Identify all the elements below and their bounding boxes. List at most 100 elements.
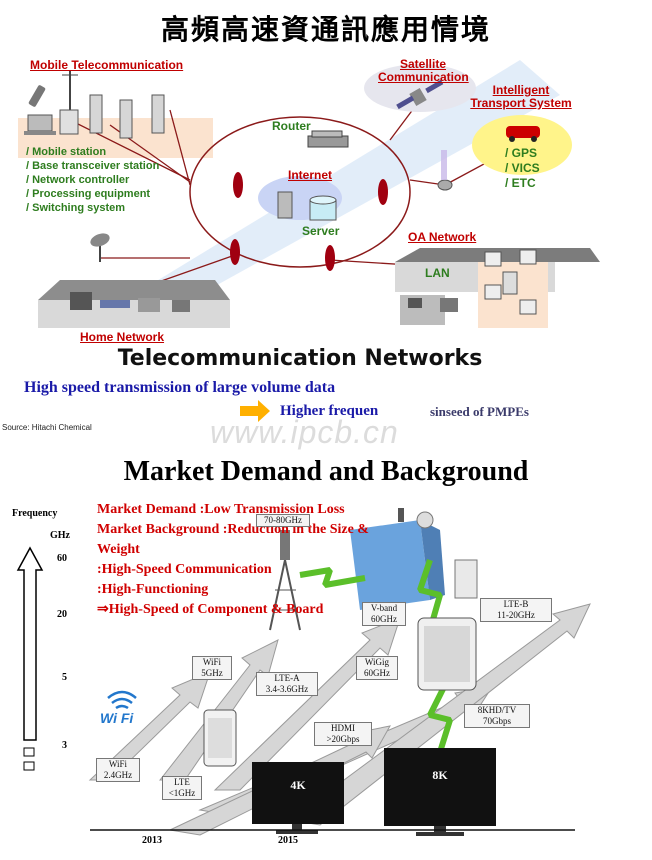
phone-icon — [203, 709, 237, 767]
router-icon — [307, 130, 349, 148]
server-label: Server — [302, 224, 340, 238]
tech-box-wigig: WiGig 60GHz — [356, 656, 398, 680]
its-title: Intelligent Transport System — [465, 84, 577, 110]
tick-label: 3 — [62, 740, 67, 751]
axis-unit: GHz — [50, 530, 70, 541]
mobile-title: Mobile Telecommunication — [30, 58, 184, 72]
ring-node-bottom — [325, 245, 335, 271]
tech-box-8k: 8KHD/TV 70Gbps — [464, 704, 530, 728]
tech-box-line: >20Gbps — [326, 734, 360, 744]
tech-box-line: 60GHz — [371, 614, 397, 624]
tv-8k-icon — [384, 748, 496, 836]
year-label: 2015 — [278, 835, 298, 846]
ring-node-left — [233, 172, 243, 198]
home-platform — [38, 280, 230, 328]
tech-box-line: WiGig — [364, 657, 390, 667]
tech-box-line: WiFi — [202, 657, 222, 667]
list-item: / Mobile station — [26, 146, 107, 158]
list-item: / VICS — [505, 161, 540, 175]
tech-box-line: 70-80GHz — [264, 515, 302, 525]
cell-tower-icon — [269, 530, 301, 631]
source-credit: Source: Hitachi Chemical — [2, 423, 92, 432]
internet-label: Internet — [288, 168, 333, 182]
tech-box-line: HDMI — [331, 723, 355, 733]
ring-node-right — [378, 179, 388, 205]
ring-node-lowleft — [230, 239, 240, 265]
market-title: Market Demand and Background — [123, 456, 529, 487]
tech-box-line: 2.4GHz — [103, 770, 133, 780]
market-line: :High-Speed Communication — [97, 562, 272, 577]
frequency-arrow-icon — [16, 546, 44, 741]
tech-box-lte-b: LTE-B 11-20GHz — [480, 598, 552, 622]
network-ring — [189, 116, 411, 268]
wifi-logo-text: Wi Fi — [100, 710, 134, 726]
its-list: / GPS / VICS / ETC — [505, 146, 540, 191]
tech-box-line: 60GHz — [364, 668, 390, 678]
year-label: 2013 — [142, 835, 162, 846]
list-item: / Base transceiver station — [26, 160, 160, 172]
tv-4k-label: 4K — [290, 778, 306, 792]
market-lines: Market Demand :Low Transmission Loss Mar… — [97, 500, 369, 620]
tech-box-line: 8KHD/TV — [477, 705, 517, 715]
tech-box-lte-a: LTE-A 3.4-3.6GHz — [256, 672, 318, 696]
tech-box-line: 70Gbps — [482, 716, 511, 726]
tech-box-top: 70-80GHz — [256, 514, 310, 527]
router-label: Router — [272, 119, 311, 133]
its-icon — [437, 115, 572, 191]
tv-8k-label: 8K — [432, 768, 448, 782]
list-item: / Processing equipment — [26, 188, 151, 200]
list-item: / Switching system — [26, 202, 126, 214]
its-title-line1: Intelligent — [492, 83, 550, 97]
lan-label: LAN — [425, 266, 450, 280]
home-title: Home Network — [80, 330, 165, 344]
page-title: 高頻高速資通訊應用情境 — [160, 13, 491, 46]
tech-box-hdmi: HDMI >20Gbps — [314, 722, 372, 746]
oa-title: OA Network — [408, 230, 477, 244]
wifi-logo-icon — [107, 690, 137, 710]
market-line: ⇒High-Speed of Component & Board — [97, 602, 324, 617]
overlap-text: sinseed of PMPEs — [430, 404, 529, 419]
tick-label: 5 — [62, 672, 67, 683]
tech-box-line: LTE — [174, 777, 190, 787]
gray-trend-arrows — [88, 603, 591, 836]
tech-box-wifi24: WiFi 2.4GHz — [96, 758, 140, 782]
list-item: / ETC — [505, 176, 536, 190]
oa-platform — [395, 248, 600, 328]
satellite-icon — [364, 64, 476, 112]
mobile-equipment-icon — [24, 70, 165, 139]
market-line: Weight — [97, 542, 140, 557]
tech-box-lte: LTE <1GHz — [162, 776, 202, 800]
tech-box-line: WiFi — [108, 759, 128, 769]
market-diagram — [16, 508, 591, 836]
satellite-title-line1: Satellite — [399, 57, 447, 71]
yellow-arrow-icon — [240, 400, 270, 422]
green-link-icon — [427, 683, 453, 753]
list-item: / GPS — [505, 146, 538, 160]
tick-label: 60 — [57, 553, 67, 564]
tablet-icon — [417, 617, 477, 691]
transmission-beam — [150, 60, 560, 300]
tech-box-line: 3.4-3.6GHz — [265, 684, 309, 694]
market-line: :High-Functioning — [97, 582, 209, 597]
list-item: / Network controller — [26, 174, 130, 186]
its-title-line2: Transport System — [470, 96, 572, 110]
tech-box-line: LTE-B — [503, 599, 529, 609]
tech-box-line: 5GHz — [201, 668, 223, 678]
tech-box-line: <1GHz — [168, 788, 196, 798]
mobile-list: / Mobile station / Base transceiver stat… — [26, 145, 159, 215]
tech-box-line: 11-20GHz — [497, 610, 535, 620]
tech-box-line: LTE-A — [274, 673, 300, 683]
tech-box-vband: V-band 60GHz — [362, 602, 406, 626]
satellite-title-line2: Communication — [378, 70, 469, 84]
market-line: Market Background :Reduction in the Size… — [97, 522, 369, 537]
tick-label: 20 — [57, 609, 67, 620]
higher-frequency-text: Higher frequen — [280, 403, 379, 419]
dish-icon — [90, 233, 110, 262]
tech-box-wifi5: WiFi 5GHz — [192, 656, 232, 680]
axis-label: Frequency — [12, 508, 58, 519]
server-icon — [277, 191, 337, 221]
green-link-icon — [299, 567, 366, 588]
tech-box-line: V-band — [370, 603, 398, 613]
tv-4k-icon — [252, 762, 344, 834]
network-title: Telecommunication Networks — [117, 346, 483, 371]
